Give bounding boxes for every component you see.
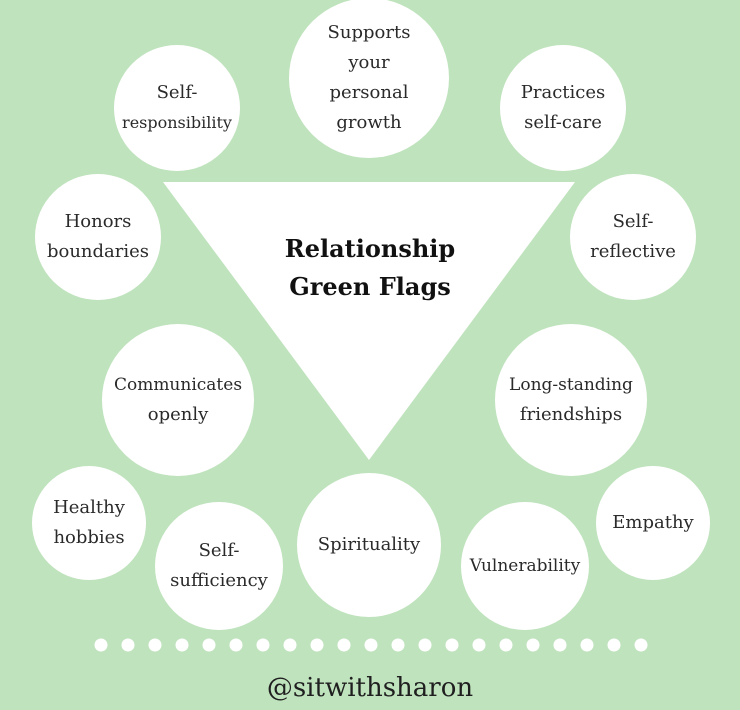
bubble-self-responsibility: Self- responsibility [114, 45, 240, 171]
bubble-text: self-care [524, 112, 602, 133]
social-handle: @sitwithsharon [266, 673, 474, 703]
bubble-healthy-hobbies: Healthy hobbies [32, 466, 146, 580]
page-title: Relationship Green Flags [250, 230, 490, 306]
bubble-supports-growth: Supports your personal growth [289, 0, 449, 158]
bubble-text: personal [329, 82, 409, 103]
title-line-1: Relationship [284, 234, 456, 263]
bubble-vulnerability: Vulnerability [461, 502, 589, 630]
bubble-text: Self- [612, 211, 654, 232]
bubble-text: Self- [198, 540, 240, 561]
bubble-self-reflective: Self- reflective [570, 174, 696, 300]
bubble-text: Healthy [53, 497, 125, 518]
bubble-text: sufficiency [170, 570, 268, 591]
bubble-honors-boundaries: Honors boundaries [35, 174, 161, 300]
bubble-text: responsibility [122, 113, 232, 132]
bubble-text: your [348, 52, 390, 73]
bubble-text: friendships [519, 404, 623, 425]
bubble-text: Vulnerability [469, 556, 581, 576]
bubble-text: Long-standing [509, 375, 633, 395]
bubble-text: Practices [520, 82, 606, 103]
bubble-text: Supports [327, 22, 411, 43]
bubble-self-sufficiency: Self- sufficiency [155, 502, 283, 630]
bubble-text: hobbies [53, 527, 125, 548]
bubble-text: Communicates [113, 375, 243, 395]
bubble-empathy: Empathy [596, 466, 710, 580]
title-line-2: Green Flags [289, 272, 451, 301]
bubble-spirituality: Spirituality [297, 473, 441, 617]
bubble-long-standing-friendships: Long-standing friendships [495, 324, 647, 476]
bubble-text: reflective [590, 241, 676, 262]
bubble-communicates-openly: Communicates openly [102, 324, 254, 476]
bubble-text: openly [147, 404, 209, 425]
bubble-text: Self- [156, 82, 198, 103]
bubble-text: boundaries [46, 241, 150, 262]
bubble-text: Empathy [612, 512, 694, 533]
bubble-text: Spirituality [317, 534, 421, 555]
bubble-practices-self-care: Practices self-care [500, 45, 626, 171]
bubble-text: growth [336, 112, 402, 133]
bubble-text: Honors [64, 211, 132, 232]
